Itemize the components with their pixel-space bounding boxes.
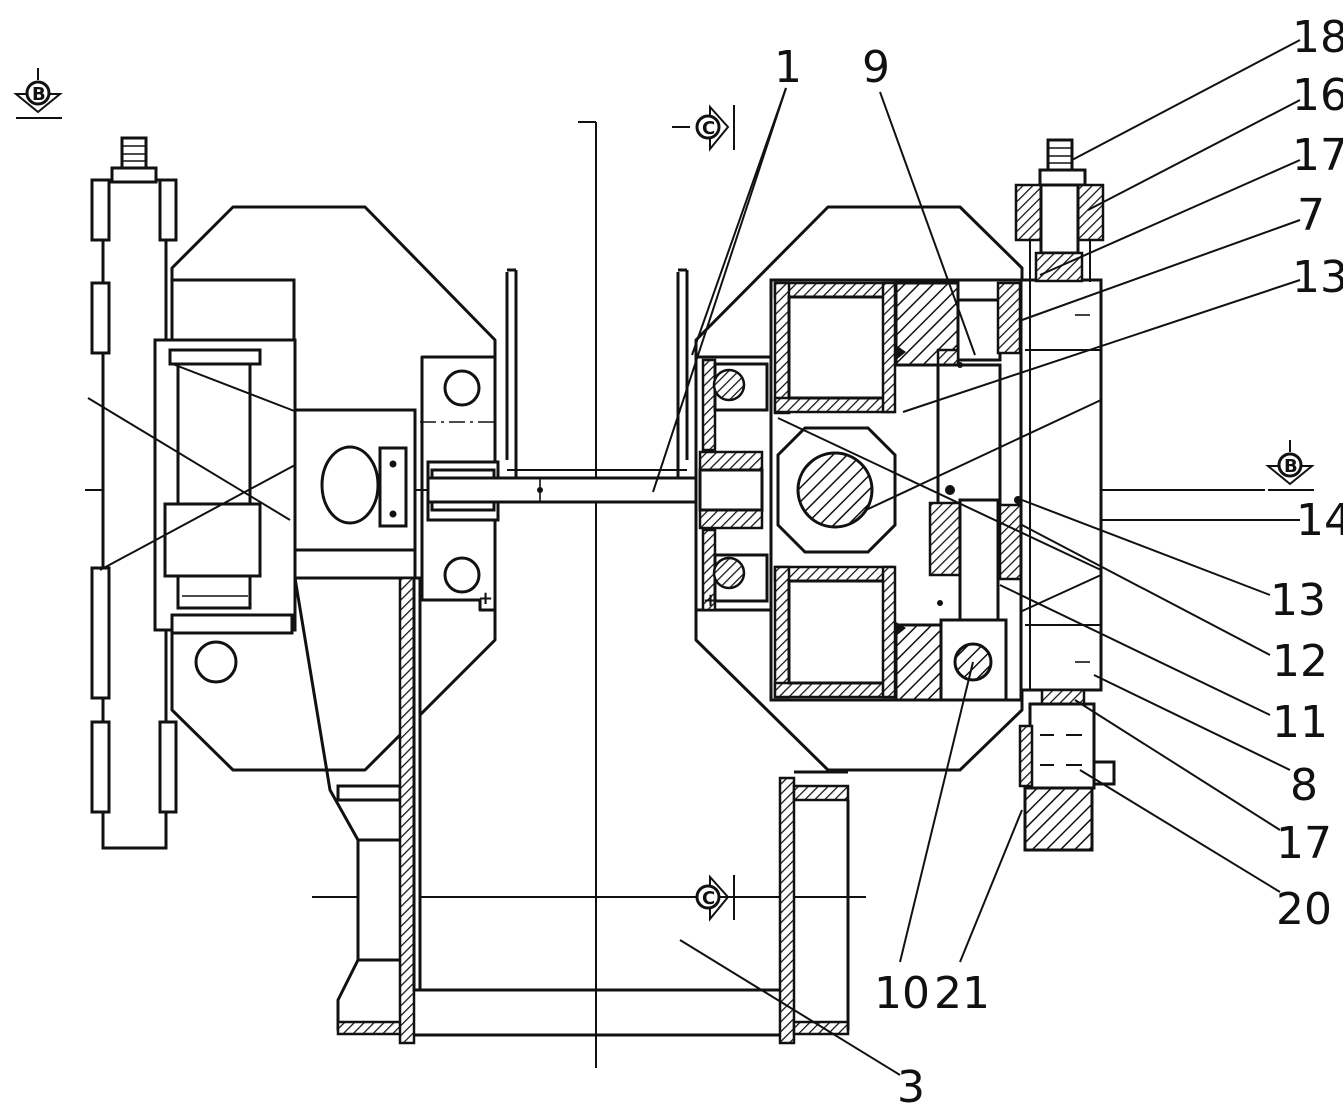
- section-mark-b-left: B: [13, 68, 63, 119]
- callout-18: 18: [1292, 12, 1343, 63]
- callout-16: 16: [1292, 70, 1343, 121]
- callout-8: 8: [1290, 760, 1318, 811]
- callout-9: 9: [862, 42, 890, 93]
- bottom-right-bolt: [1018, 688, 1116, 852]
- callout-10: 10: [874, 968, 930, 1019]
- top-right-bolt: [1014, 138, 1105, 283]
- callout-numbers: 1 9 18 16 17 7 13 14 13 12 11 8 17 20 10…: [774, 12, 1343, 1110]
- section-mark-b-right-label: B: [1284, 456, 1298, 477]
- callout-14: 14: [1296, 495, 1343, 546]
- section-mark-c-bottom-label: C: [702, 888, 715, 909]
- section-mark-c-top-label: C: [702, 118, 715, 139]
- callout-21: 21: [934, 968, 990, 1019]
- callout-20: 20: [1276, 884, 1332, 935]
- callout-17-top: 17: [1292, 130, 1343, 181]
- section-mark-c-top: C: [672, 104, 735, 152]
- center-tube: [398, 576, 850, 1045]
- callout-17-bottom: 17: [1276, 818, 1332, 869]
- callout-1: 1: [774, 42, 802, 93]
- svg-text:+: +: [478, 588, 493, 609]
- callout-13-bottom: 13: [1270, 575, 1326, 626]
- callout-3: 3: [897, 1062, 925, 1110]
- right-octagon-body: +: [694, 205, 1103, 772]
- section-mark-c-bottom: C: [672, 874, 735, 922]
- leader-lines: [652, 39, 1301, 1076]
- section-mark-b-right: B: [1265, 440, 1315, 491]
- callout-13-top: 13: [1292, 252, 1343, 303]
- callout-12: 12: [1272, 636, 1328, 687]
- svg-text:+: +: [703, 590, 718, 611]
- callout-7: 7: [1297, 190, 1325, 241]
- callout-11: 11: [1272, 697, 1328, 748]
- section-mark-b-label: B: [32, 84, 46, 105]
- left-octagon-body: [87, 205, 497, 772]
